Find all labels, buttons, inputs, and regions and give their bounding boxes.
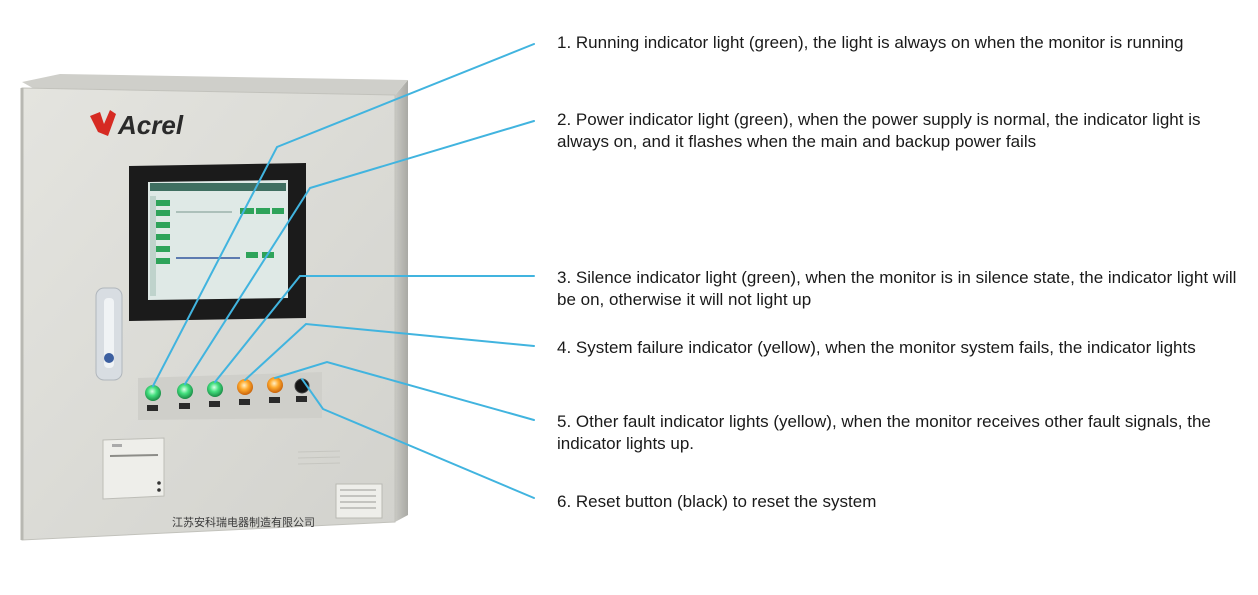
nameplate (335, 483, 383, 519)
annotation-other-fault-indicator: 5. Other fault indicator lights (yellow)… (557, 412, 1211, 453)
touch-screen (129, 163, 306, 321)
callout-line-4 (244, 322, 535, 381)
logo-mark (90, 110, 116, 136)
callout-lines (152, 43, 535, 499)
vent (297, 450, 341, 465)
company-name: 江苏安科瑞电器制造有限公司 (172, 515, 315, 529)
other-fault-indicator (267, 377, 283, 393)
indicator-lights (145, 377, 310, 411)
callout-line-6 (301, 378, 535, 499)
callout-line-2 (184, 120, 535, 385)
callout-line-1 (152, 43, 535, 387)
lock-icon (104, 353, 114, 363)
acrel-logo: Acrel (90, 110, 184, 140)
system-failure-indicator (237, 379, 253, 395)
annotation-power-indicator: 2. Power indicator light (green), when t… (557, 110, 1201, 151)
printer (102, 437, 165, 500)
annotation-silence-indicator: 3. Silence indicator light (green), when… (557, 268, 1237, 309)
door-handle (95, 287, 123, 381)
brand-name: Acrel (117, 110, 184, 140)
annotation-reset-button: 6. Reset button (black) to reset the sys… (557, 492, 877, 511)
annotation-system-failure-indicator: 4. System failure indicator (yellow), wh… (557, 338, 1196, 357)
silence-indicator (207, 381, 223, 397)
power-indicator (177, 383, 193, 399)
annotation-running-indicator: 1. Running indicator light (green), the … (557, 33, 1184, 52)
callout-line-3 (214, 275, 535, 383)
running-indicator (145, 385, 161, 401)
cabinet-side (395, 80, 408, 522)
callout-line-5 (274, 360, 535, 421)
